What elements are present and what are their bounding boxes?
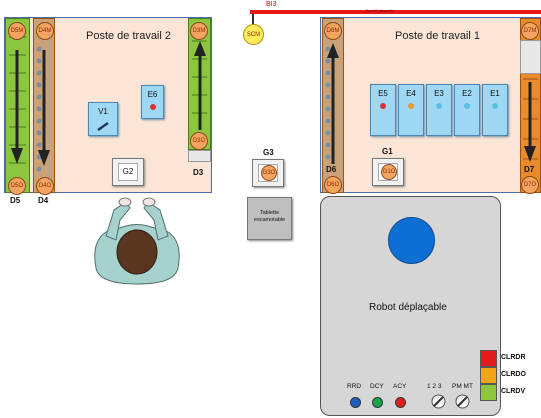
station-e5[interactable]: E5 — [370, 84, 396, 136]
conveyor-d3-label: D3 — [193, 168, 204, 177]
bus-line — [250, 10, 541, 14]
gripper-g3-label: G3 — [263, 148, 274, 157]
tablette-escamotable[interactable]: Tablette escamotable — [247, 197, 292, 240]
sensor-g1o: G1O — [381, 164, 397, 180]
station-e1-indicator — [492, 103, 498, 109]
signal-light-orange — [480, 367, 497, 384]
button-rrd[interactable] — [350, 397, 361, 408]
station-e3-indicator — [436, 103, 442, 109]
arrow-up-icon — [194, 41, 206, 130]
button-acy[interactable] — [395, 397, 406, 408]
sensor-d5o: D5O — [8, 177, 26, 195]
sensor-d4m: D4M — [36, 22, 54, 40]
arrow-down-icon — [38, 50, 50, 166]
sensor-d6o: D6O — [324, 176, 342, 194]
mode-label: PM MT — [452, 383, 473, 390]
station-e4[interactable]: E4 — [398, 84, 424, 136]
workstation-1-title: Poste de travail 1 — [395, 30, 480, 42]
station-e2-indicator — [464, 103, 470, 109]
station-v1[interactable]: V1 — [88, 102, 118, 136]
scm-connector — [252, 14, 254, 24]
conveyor-d7-label: D7 — [524, 165, 535, 174]
signal-light-green — [480, 384, 497, 401]
station-e2[interactable]: E2 — [454, 84, 480, 136]
sensor-d7m: D7M — [521, 22, 539, 40]
workstation-2-title: Poste de travail 2 — [86, 30, 171, 42]
gripper-g1-label: G1 — [382, 147, 393, 156]
bus-label: BI3 — [266, 1, 277, 8]
sensor-d4o: D4O — [36, 177, 54, 195]
robot-arm-head[interactable] — [388, 217, 435, 264]
arrow-down-icon — [524, 82, 536, 162]
bus-caption: Bus I/O (déporté) — [366, 9, 393, 13]
gripper-g2[interactable]: G2 — [112, 158, 144, 186]
station-e6-indicator — [149, 104, 156, 110]
button-dcy-label: DCY — [370, 383, 384, 390]
mode-switch-icon[interactable] — [455, 394, 470, 409]
signal-label-green: CLRDV — [501, 388, 526, 395]
gripper-g3[interactable]: G3O — [252, 159, 284, 187]
wrench-icon — [97, 121, 109, 131]
scm-node[interactable]: SCM — [243, 24, 264, 45]
button-acy-label: ACY — [393, 383, 407, 390]
gripper-g1[interactable]: G1O — [372, 158, 404, 186]
station-e5-indicator — [380, 103, 386, 109]
arrow-up-icon — [327, 43, 339, 164]
signal-label-orange: CLRDO — [501, 371, 526, 378]
station-e6[interactable]: E6 — [141, 85, 164, 119]
signal-light-red — [480, 350, 497, 367]
conveyor-d6-label: D6 — [326, 165, 337, 174]
arrow-down-icon — [11, 50, 23, 164]
conveyor-d5-label: D5 — [10, 196, 21, 205]
station-e3[interactable]: E3 — [426, 84, 452, 136]
sensor-d7o: D7O — [521, 176, 539, 194]
sensor-d6m: D6M — [324, 22, 342, 40]
selector-switch-icon[interactable] — [431, 394, 446, 409]
sensor-d5m: D5M — [8, 22, 26, 40]
conveyor-d7-base — [520, 40, 541, 74]
sensor-d3o: D3O — [190, 132, 208, 150]
conveyor-d3-base — [188, 150, 211, 162]
sensor-g3o: G3O — [261, 165, 277, 181]
robot-title: Robot déplaçable — [369, 302, 447, 313]
conveyor-d4-label: D4 — [38, 196, 49, 205]
station-e1[interactable]: E1 — [482, 84, 508, 136]
signal-label-red: CLRDR — [501, 354, 526, 361]
selector-label: 1 2 3 — [427, 383, 442, 390]
button-dcy[interactable] — [372, 397, 383, 408]
station-e4-indicator — [408, 103, 414, 109]
operator-figure — [94, 197, 180, 285]
sensor-d3m: D3M — [190, 22, 208, 40]
button-rrd-label: RRD — [347, 383, 362, 390]
